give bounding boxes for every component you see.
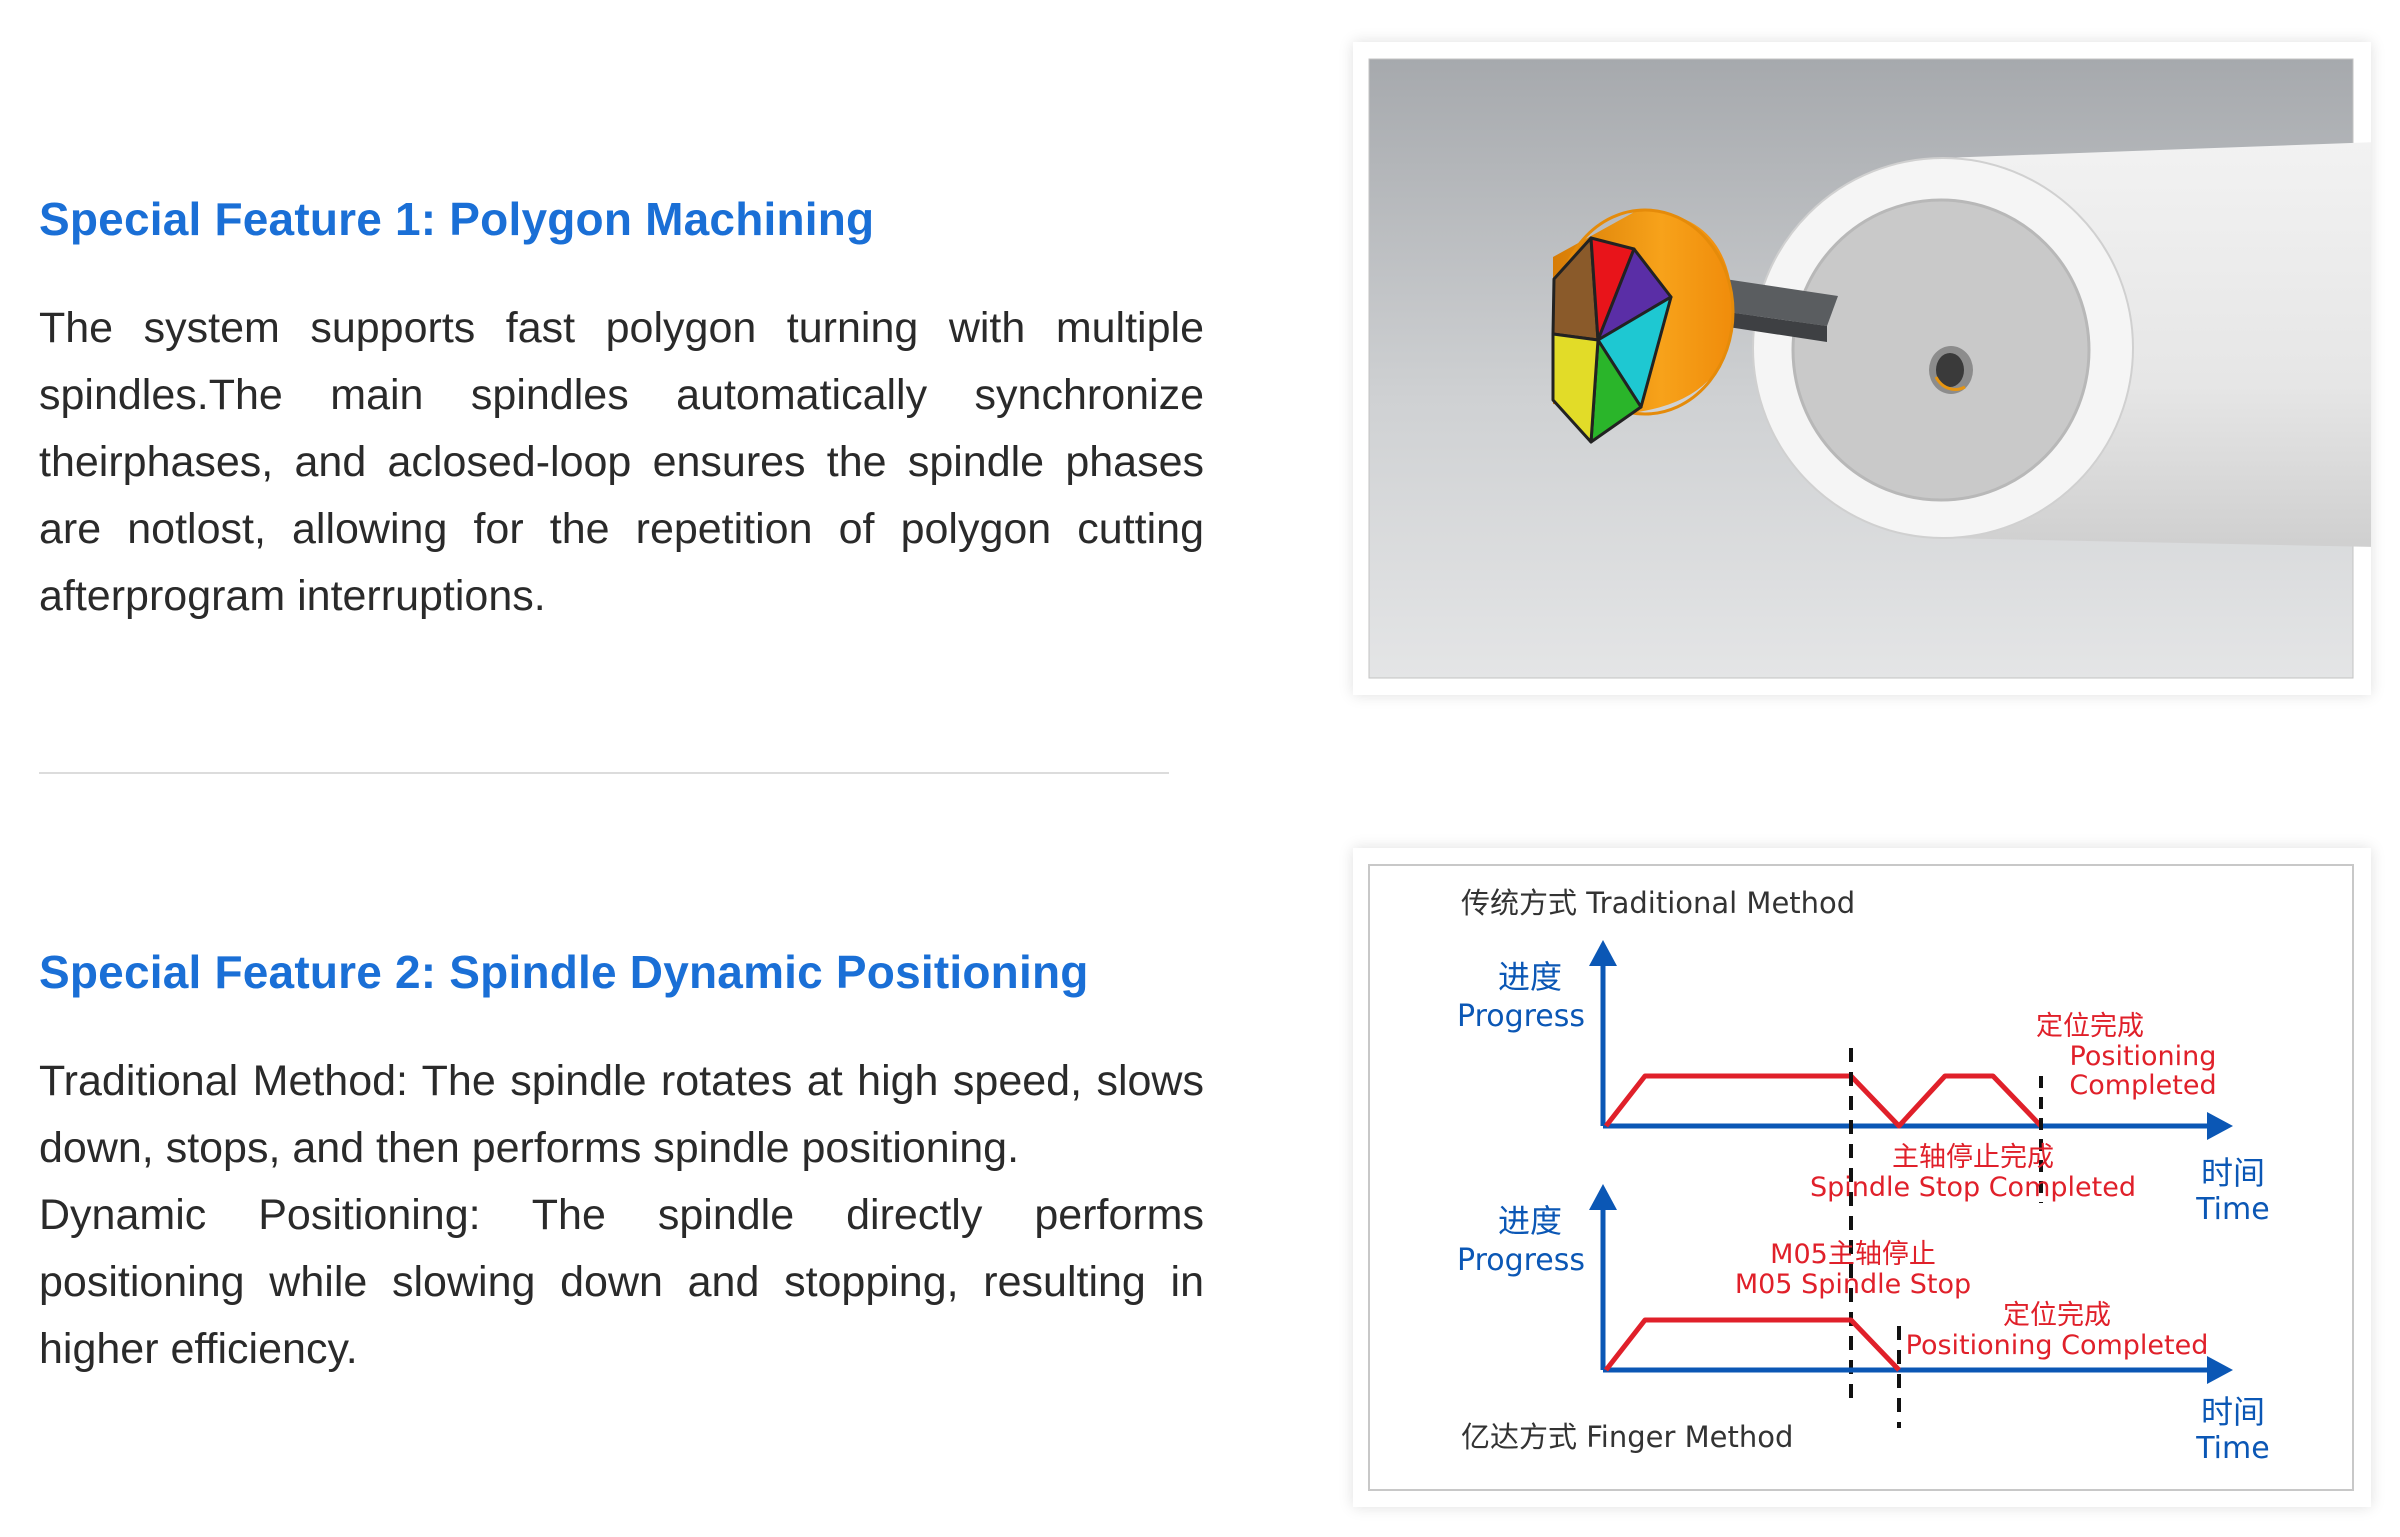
spindle-positioning-diagram: 传统方式 Traditional Method 进度 Progress 定位完成… (1368, 864, 2354, 1491)
spindle-positioning-diagram-card: 传统方式 Traditional Method 进度 Progress 定位完成… (1353, 848, 2371, 1507)
diagram-frame (1368, 864, 2354, 1491)
spindle-stop-cn: 主轴停止完成 (1892, 1142, 2054, 1173)
top-progress-en: Progress (1457, 999, 1585, 1034)
feature-1-title: Special Feature 1: Polygon Machining (39, 193, 875, 245)
feature-2-body: Traditional Method: The spindle rotates … (39, 1048, 1204, 1383)
top-time-en: Time (2195, 1192, 2269, 1227)
bottom-positioning-en: Positioning Completed (1906, 1330, 2209, 1361)
top-positioning-en-2: Completed (2069, 1070, 2216, 1101)
finger-method-speed-curve (1604, 1317, 1901, 1372)
top-time-cn: 时间 (2201, 1154, 2265, 1192)
hexagon-workpiece (1551, 236, 1673, 444)
bottom-y-axis-arrow (1589, 1184, 1617, 1210)
traditional-method-paragraph: Traditional Method: The spindle rotates … (39, 1057, 1204, 1172)
feature-1-paragraph: The system supports fast polygon turning… (39, 304, 1204, 620)
polygon-machining-illustration-card (1353, 42, 2371, 695)
top-axes (1589, 940, 2233, 1140)
feature-1-body: The system supports fast polygon turning… (39, 295, 1204, 630)
bottom-progress-en: Progress (1457, 1243, 1585, 1278)
m05-stop-en: M05 Spindle Stop (1735, 1269, 1971, 1300)
finger-method-label: 亿达方式 Finger Method (1461, 1420, 1793, 1454)
bottom-x-axis-arrow (2207, 1356, 2233, 1384)
traditional-method-label: 传统方式 Traditional Method (1461, 886, 1855, 920)
dynamic-positioning-paragraph: Dynamic Positioning: The spindle directl… (39, 1191, 1204, 1373)
bottom-time-en: Time (2195, 1431, 2269, 1466)
top-positioning-en-1: Positioning (2070, 1041, 2217, 1072)
spindle-drum (1752, 142, 2371, 547)
polygon-machining-illustration (1368, 58, 2371, 679)
traditional-speed-curve (1604, 1073, 2043, 1129)
feature-2-title: Special Feature 2: Spindle Dynamic Posit… (39, 946, 1089, 998)
top-progress-cn: 进度 (1498, 958, 1562, 996)
top-positioning-cn: 定位完成 (2036, 1011, 2144, 1042)
top-y-axis-arrow (1589, 940, 1617, 966)
section-divider (39, 772, 1169, 774)
top-x-axis-arrow (2207, 1112, 2233, 1140)
bottom-positioning-cn: 定位完成 (2003, 1300, 2111, 1331)
spindle-stop-en: Spindle Stop Completed (1810, 1172, 2136, 1203)
m05-stop-cn: M05主轴停止 (1770, 1239, 1936, 1270)
bottom-axes (1589, 1184, 2233, 1384)
bottom-progress-cn: 进度 (1498, 1202, 1562, 1240)
bottom-time-cn: 时间 (2201, 1393, 2265, 1431)
